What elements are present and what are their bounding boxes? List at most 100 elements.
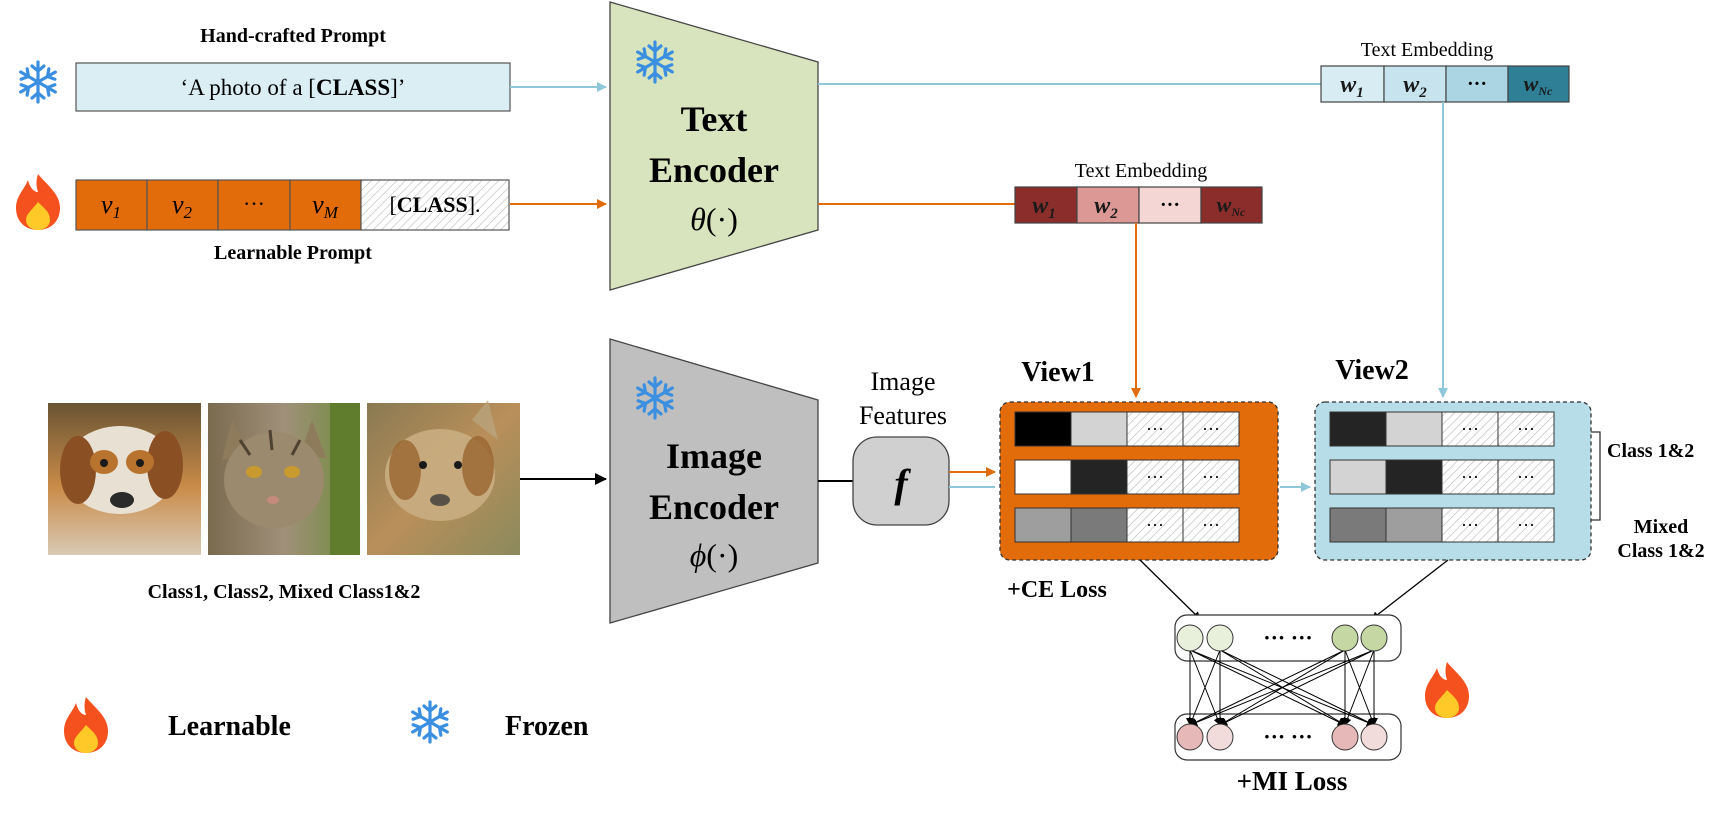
view1-ellipsis: ··· [1202,419,1220,439]
embedding-top-cell-1 [1320,65,1385,103]
embedding-mid-wnc: wNc [1217,192,1246,219]
text-encoder-line2: Encoder [649,150,779,190]
view1-ellipsis: ··· [1146,419,1164,439]
mi-top-node [1176,624,1204,652]
view2-ellipsis: ··· [1461,419,1479,439]
view1-ellipsis: ··· [1202,515,1220,535]
text-encoder-function: θ(·) [690,201,738,237]
text-embedding-mid: w1 w2 ··· wNc [1014,186,1263,224]
view2-to-mi-arrow [1371,559,1449,620]
text-embedding-mid-title: Text Embedding [1075,160,1207,182]
view2-ellipsis: ··· [1517,515,1535,535]
embedding-top-wnc: wNc [1524,71,1553,98]
fire-icon [1425,662,1469,718]
view2-cell-2-1 [1329,459,1387,495]
embedding-mid-cell-2 [1076,186,1140,224]
mi-bottom-ellipsis: ··· ··· [1263,724,1313,749]
prompt-token-2-label: v2 [172,190,193,222]
view2-ellipsis: ··· [1517,419,1535,439]
prompt-class-token-label: [CLASS]. [389,192,480,217]
view1-ellipsis: ··· [1146,467,1164,487]
image-features-node [852,436,950,526]
view2-cell-1-1 [1329,411,1387,447]
view2-ellipsis: ··· [1461,467,1479,487]
view1-cell-3-3 [1126,507,1184,543]
hand-crafted-prompt-title: Hand-crafted Prompt [200,25,386,47]
legend-frozen: Frozen [505,711,589,742]
view2-cell-3-1 [1329,507,1387,543]
learnable-prompt-tokens: v1 v2 ··· vM [CLASS]. [75,179,510,231]
view1-cell-1-2 [1070,411,1128,447]
view1-cell-3-1 [1014,507,1072,543]
view2-class-label: Class 1&2 [1607,440,1694,462]
snowflake-icon [16,60,60,104]
view2-mixed-label-1: Mixed [1634,516,1688,538]
prompt-token-1-label: v1 [101,190,121,222]
view2-rows: ··· ··· ··· ··· ··· ··· [1329,411,1555,543]
image-encoder [609,338,819,624]
mi-bottom-node [1331,723,1359,751]
view2-ellipsis: ··· [1461,515,1479,535]
view1-cell-3-2 [1070,507,1128,543]
mi-bottom-node [1176,723,1204,751]
mi-top-ellipsis: ··· ··· [1263,625,1313,650]
ce-loss-label: +CE Loss [1007,577,1107,603]
view2-ellipsis: ··· [1517,467,1535,487]
image-encoder-line1: Image [666,436,762,476]
embedding-top-w2: w2 [1403,72,1427,101]
embedding-mid-ellipsis: ··· [1160,194,1180,216]
fire-icon [64,697,108,753]
view2-cell-3-4 [1497,507,1555,543]
mi-bottom-node [1360,723,1388,751]
mi-top-node [1331,624,1359,652]
mi-top-node [1360,624,1388,652]
view2-cell-2-2 [1385,459,1443,495]
view2-cell-3-2 [1385,507,1443,543]
mi-edges [1186,649,1378,727]
image-encoder-line2: Encoder [649,487,779,527]
view1-ellipsis: ··· [1202,467,1220,487]
fire-icon [16,174,60,230]
prompt-token-2 [146,179,219,231]
mixed-image [367,400,520,555]
view1-cell-1-4 [1182,411,1240,447]
hand-crafted-prompt-text: ‘A photo of a [CLASS]’ [181,75,406,100]
mi-top-node [1206,624,1234,652]
prompt-token-m-label: vM [312,190,339,222]
mi-edge [1189,649,1375,727]
view1-cell-2-2 [1070,459,1128,495]
text-embedding-top-title: Text Embedding [1361,39,1493,61]
images-caption: Class1, Class2, Mixed Class1&2 [148,581,421,603]
embedding-mid-w1: w1 [1032,193,1056,222]
input-images [48,400,520,555]
hand-crafted-prompt-box [75,62,511,112]
embedding-mid-cell-nc [1200,186,1263,224]
view1-cell-1-1 [1014,411,1072,447]
view2-bracket [1591,431,1601,521]
embedding-mid-cell-ellipsis [1138,186,1202,224]
view2-cell-1-2 [1385,411,1443,447]
prompt-token-ellipsis-label: ··· [243,191,265,216]
prompt-token-m [289,179,362,231]
cat-image [208,403,360,555]
mi-edge [1188,649,1221,726]
view1-cell-2-1 [1014,459,1072,495]
view1-cell-3-4 [1182,507,1240,543]
view1-cell-1-3 [1126,411,1184,447]
view1-rows: ·················· [1014,411,1240,543]
embedding-mid-cell-1 [1014,186,1078,224]
prompt-token-1 [75,179,148,231]
dog-image [48,403,201,555]
view2-mixed-label-2: Class 1&2 [1617,540,1704,562]
view1-cell-2-4 [1182,459,1240,495]
text-encoder-line1: Text [681,99,748,139]
embedding-top-cell-nc [1507,65,1570,103]
mi-bottom-node [1206,723,1234,751]
embedding-top-ellipsis: ··· [1467,73,1487,95]
mi-edge [1189,649,1346,726]
image-encoder-function: ϕ(·) [690,537,739,573]
embedding-top-cell-ellipsis [1445,65,1509,103]
mi-edge [1219,649,1375,726]
prompt-class-token [360,179,510,231]
